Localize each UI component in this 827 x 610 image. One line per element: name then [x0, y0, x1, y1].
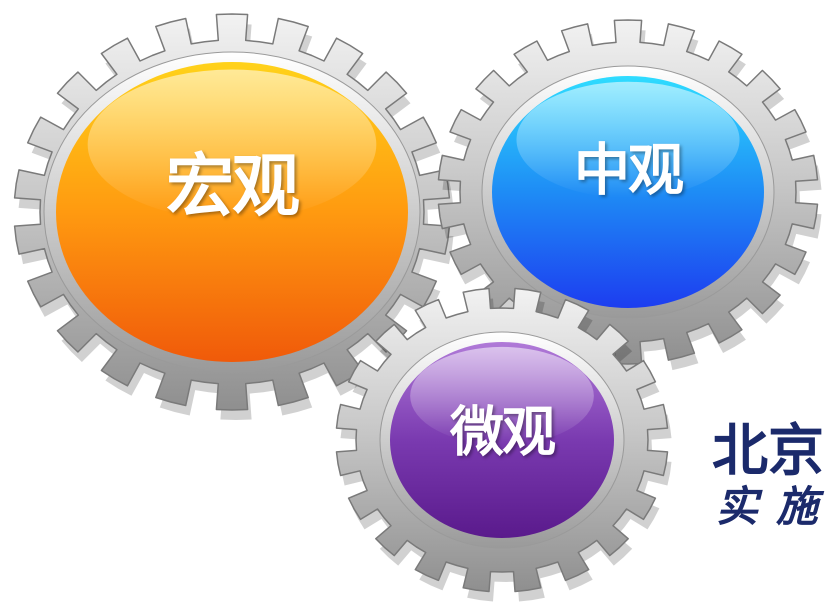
gear-micro-gloss [410, 346, 594, 445]
brand-text: 北京 实施 [712, 420, 827, 530]
gear-macro [13, 13, 454, 420]
gear-meso-gloss [516, 81, 740, 198]
gear-meso [437, 19, 822, 374]
gear-label-micro: 微观 [450, 400, 556, 464]
gear-label-meso: 中观 [574, 138, 684, 204]
gear-micro [335, 287, 672, 602]
gear-label-macro: 宏观 [165, 147, 300, 227]
gear-macro-gloss [87, 69, 377, 220]
brand-subtitle: 实施 [716, 482, 827, 531]
brand-title: 北京 [712, 419, 824, 484]
